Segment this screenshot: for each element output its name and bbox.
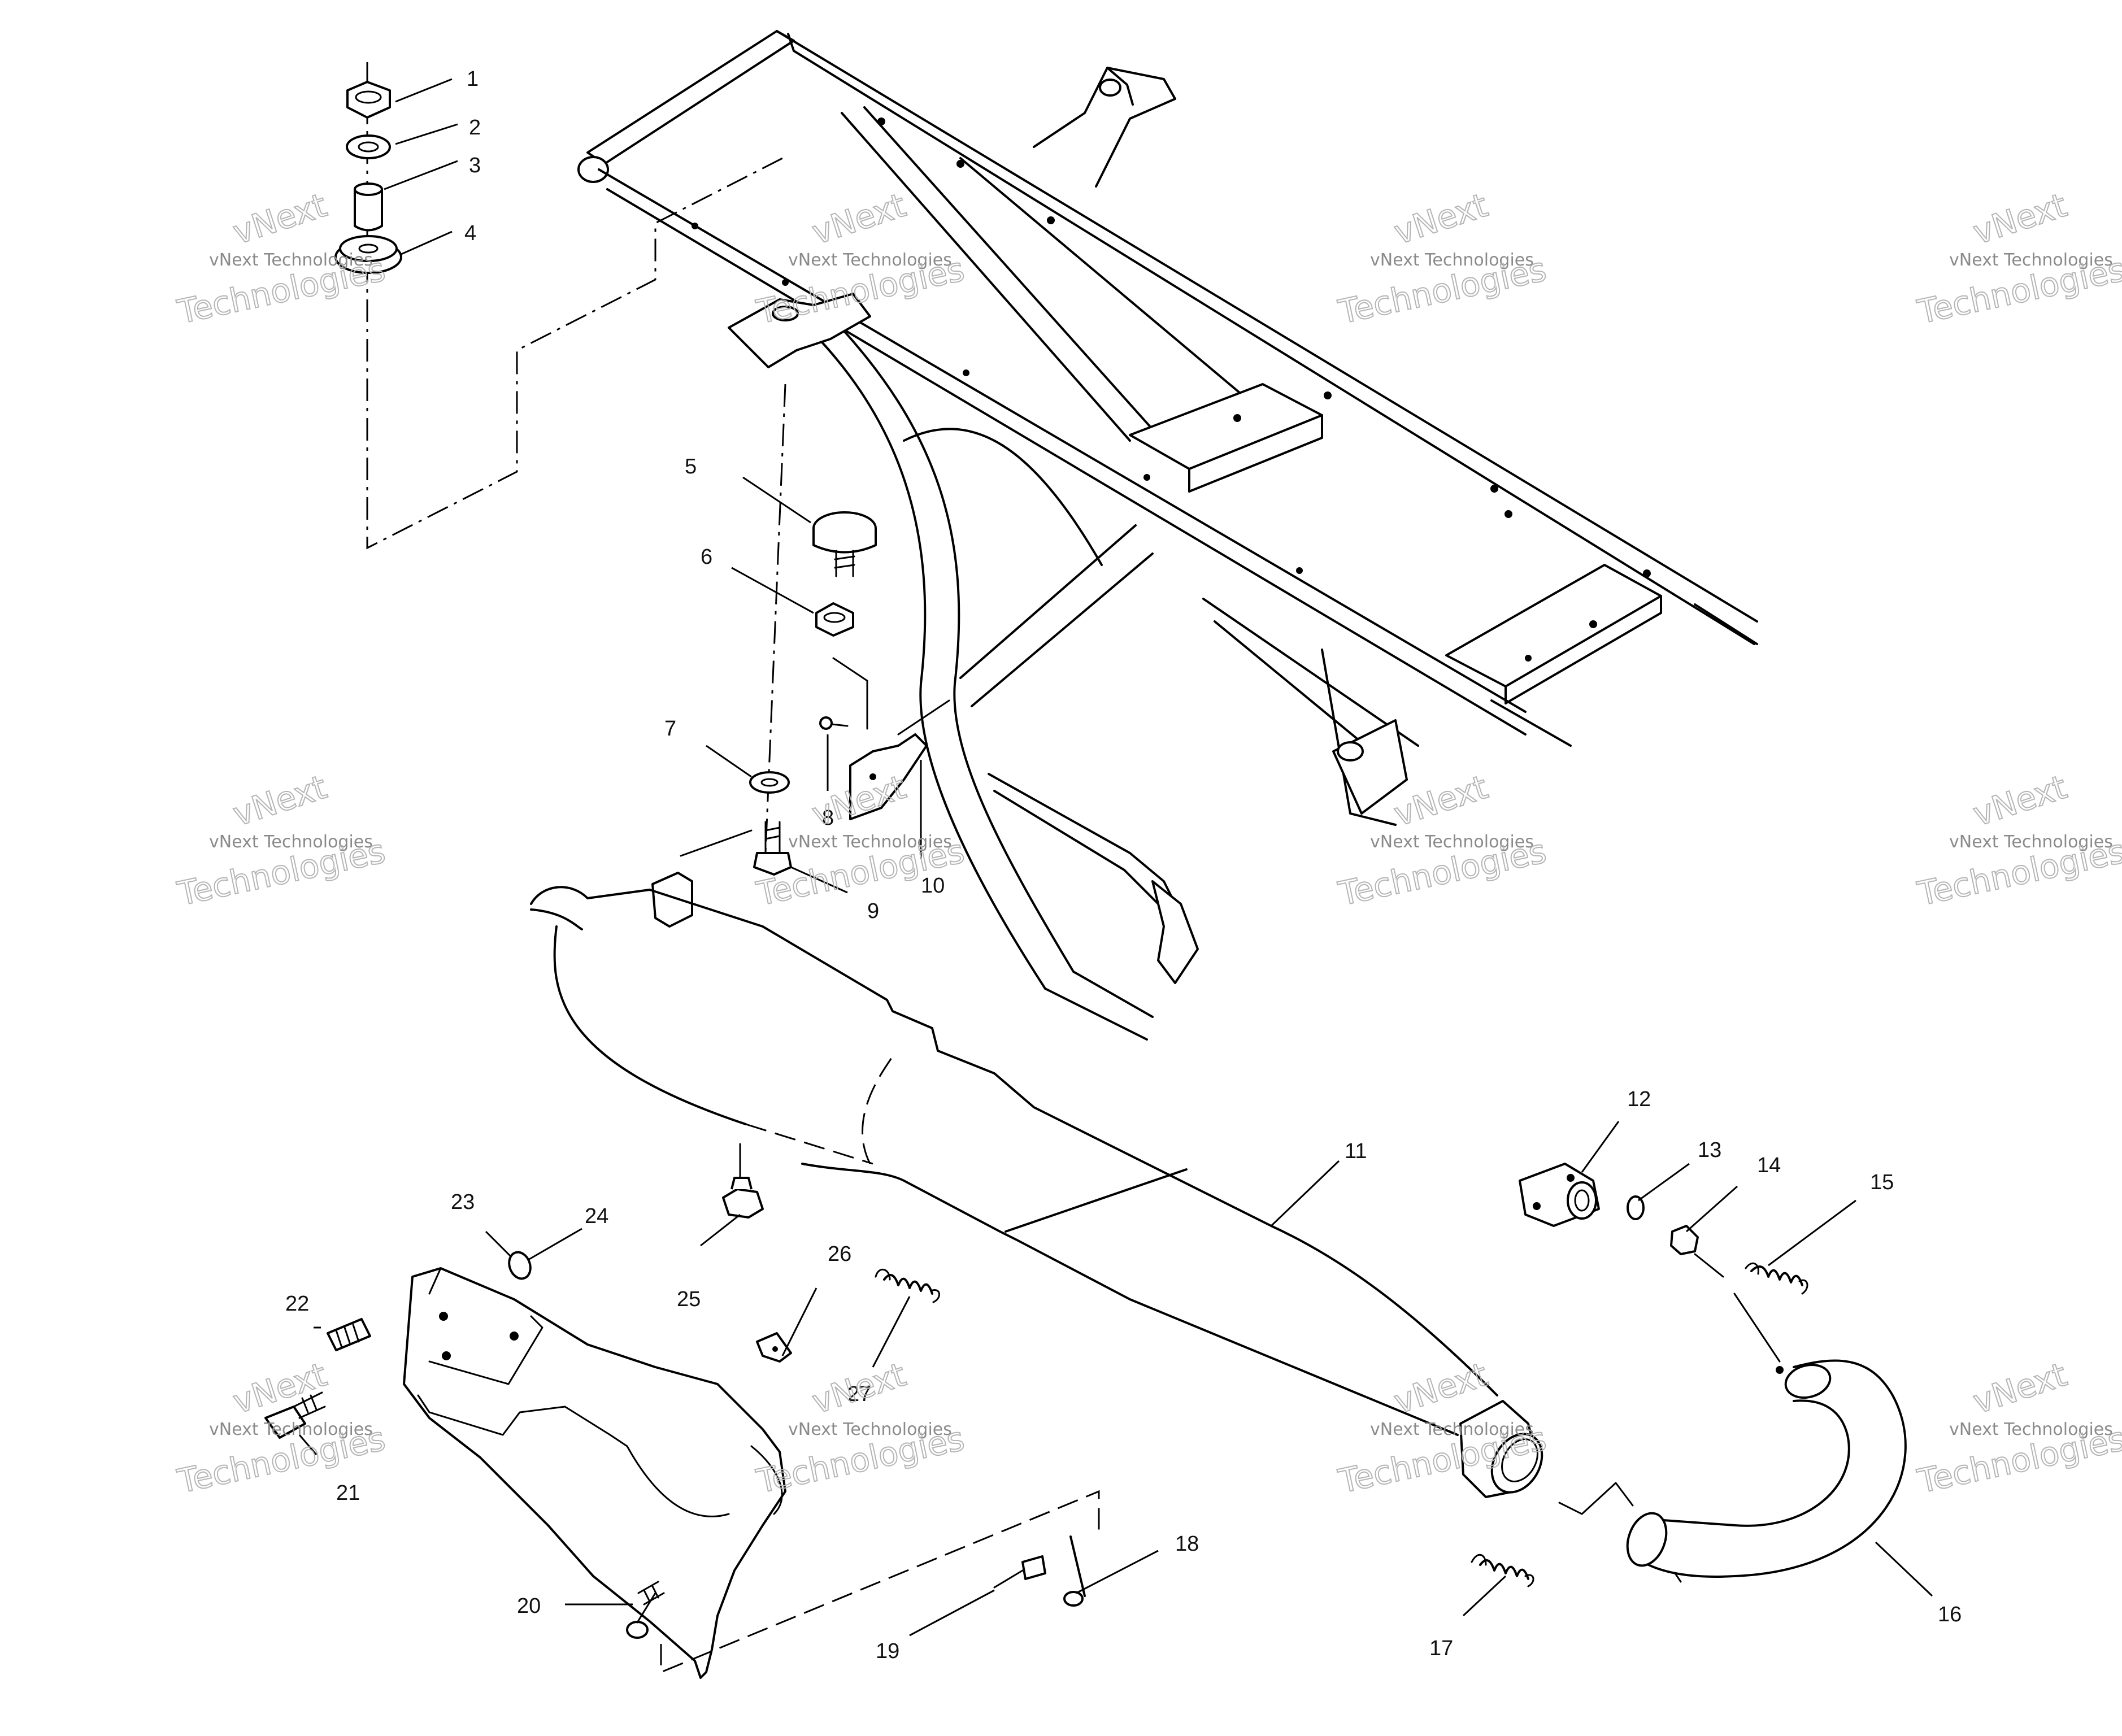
watermark: vNext vNext Technologies Technologies	[173, 767, 389, 914]
watermark: vNext vNext Technologies Technologies	[1914, 185, 2122, 332]
callout-11: 11	[1345, 1139, 1367, 1163]
svg-text:vNext Technologies: vNext Technologies	[209, 250, 373, 270]
svg-text:vNext Technologies: vNext Technologies	[1949, 1420, 2113, 1439]
callout-13: 13	[1698, 1138, 1721, 1162]
bolt-9	[753, 852, 792, 876]
exhaust-header	[1471, 1163, 1907, 1587]
callout-22: 22	[285, 1292, 309, 1316]
nut-6	[815, 602, 854, 637]
header-pipe-16	[1637, 1359, 1907, 1578]
svg-text:vNext: vNext	[228, 768, 331, 834]
callout-5: 5	[685, 455, 697, 478]
svg-text:vNext: vNext	[1968, 186, 2071, 252]
nut-1	[346, 81, 391, 119]
watermark: vNext vNext Technologies Technologies	[173, 1355, 389, 1502]
bracket-10	[849, 733, 928, 820]
svg-text:vNext Technologies: vNext Technologies	[788, 250, 952, 270]
callout-8: 8	[822, 806, 834, 830]
callout-18: 18	[1175, 1532, 1199, 1556]
svg-text:vNext Technologies: vNext Technologies	[1370, 250, 1534, 270]
svg-text:vNext Technologies: vNext Technologies	[788, 832, 952, 852]
washer-13	[1627, 1195, 1645, 1220]
svg-text:vNext: vNext	[807, 186, 910, 252]
callout-15: 15	[1870, 1171, 1894, 1194]
callout-1: 1	[467, 67, 479, 91]
svg-text:vNext: vNext	[1968, 768, 2071, 834]
watermark: vNext vNext Technologies Technologies	[1914, 1355, 2122, 1502]
callout-20: 20	[517, 1594, 541, 1618]
mount-stack	[334, 62, 789, 550]
svg-text:vNext Technologies: vNext Technologies	[1370, 832, 1534, 852]
svg-text:vNext Technologies: vNext Technologies	[1949, 250, 2113, 270]
svg-text:vNext: vNext	[1968, 1355, 2071, 1421]
pin-18	[1069, 1535, 1086, 1597]
washer-7	[749, 771, 790, 794]
callout-26: 26	[828, 1242, 851, 1266]
spring-17	[1471, 1554, 1534, 1587]
bracket-hardware	[651, 384, 950, 928]
screw-8	[819, 716, 833, 730]
leader-lines	[298, 78, 1933, 1637]
watermark: vNext vNext Technologies Technologies	[1914, 767, 2122, 914]
callout-16: 16	[1938, 1603, 1962, 1626]
watermark: vNext vNext Technologies Technologies	[753, 185, 968, 332]
callout-2: 2	[469, 116, 481, 140]
svg-text:vNext: vNext	[228, 186, 331, 252]
screw-20	[637, 1581, 665, 1606]
svg-text:vNext Technologies: vNext Technologies	[1949, 832, 2113, 852]
spring-27	[875, 1269, 940, 1303]
callout-3: 3	[469, 154, 481, 177]
callout-7: 7	[664, 717, 676, 741]
callout-14: 14	[1757, 1154, 1781, 1177]
watermark: vNext vNext Technologies Technologies	[753, 1355, 968, 1502]
callout-24: 24	[585, 1204, 608, 1228]
callout-6: 6	[701, 545, 712, 569]
callout-27: 27	[847, 1382, 871, 1406]
spring-15	[1745, 1262, 1808, 1295]
svg-text:vNext: vNext	[807, 1355, 910, 1421]
spacer-3	[354, 188, 383, 232]
callout-9: 9	[867, 899, 879, 923]
callout-10: 10	[921, 874, 945, 898]
callout-12: 12	[1627, 1087, 1651, 1111]
bolt-21	[264, 1406, 306, 1439]
callout-25: 25	[677, 1287, 701, 1311]
vehicle-frame	[577, 30, 1758, 1041]
callout-19: 19	[876, 1639, 899, 1663]
nut-25	[722, 1188, 764, 1219]
svg-text:vNext: vNext	[1389, 1355, 1492, 1421]
nut-14	[1670, 1225, 1699, 1255]
svg-text:vNext Technologies: vNext Technologies	[209, 1420, 373, 1439]
callout-labels: 1 2 3 4 5 6 7 8 9 10 11 12 13 14 15 16 1…	[285, 67, 1962, 1663]
callout-4: 4	[464, 221, 476, 245]
washer-23	[508, 1251, 532, 1280]
svg-text:vNext Technologies: vNext Technologies	[209, 832, 373, 852]
washer-2	[346, 134, 391, 159]
callout-23: 23	[451, 1190, 475, 1214]
spring-22	[327, 1318, 371, 1351]
callout-21: 21	[336, 1481, 360, 1505]
muffler-11	[530, 886, 1543, 1498]
svg-text:vNext: vNext	[1389, 186, 1492, 252]
heat-shield-24	[264, 1143, 1100, 1679]
callout-17: 17	[1429, 1637, 1453, 1660]
svg-text:vNext Technologies: vNext Technologies	[788, 1420, 952, 1439]
rivet-19	[993, 1569, 1024, 1589]
svg-text:vNext Technologies: vNext Technologies	[1370, 1420, 1534, 1439]
watermark: vNext vNext Technologies Technologies	[1334, 185, 1550, 332]
